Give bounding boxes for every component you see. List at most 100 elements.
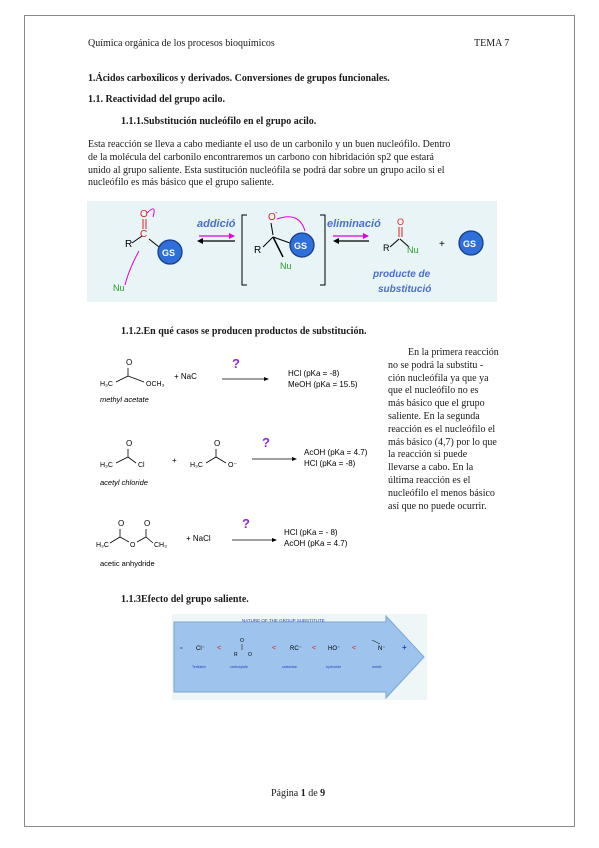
bond [115, 375, 129, 383]
side-line: no se podrá la substitu - [388, 359, 484, 371]
side-line: más básico que el grupo [388, 398, 485, 410]
o-label: O [140, 209, 148, 220]
side-line: nucleófilo el menos básico [388, 487, 495, 499]
bond [115, 456, 129, 464]
side-paragraph: En la primera reacción no se podrá la su… [388, 347, 518, 513]
lt-sign: < [352, 645, 356, 652]
curved-arrow-icon [276, 216, 306, 232]
r-label: R [125, 239, 132, 250]
side-line: la reacción si puede [388, 449, 468, 461]
o-label: O [268, 212, 276, 223]
bond [109, 536, 121, 544]
section-heading-1-1-3: 1.1.3Efecto del grupo saliente. [121, 594, 249, 605]
reaction-2-prod1: AcOH (pKa = 4.7) [304, 448, 368, 457]
reaction-3-prod1: HCl (pKa = - 8) [284, 528, 338, 537]
side-line: que el nucleófilo no es [388, 385, 479, 397]
arrowhead-icon [272, 538, 277, 542]
side-line: última reacción es el [388, 474, 471, 486]
arrowhead-icon [363, 233, 369, 239]
page-footer: Página 1 de 9 [271, 788, 325, 799]
side-line: ción nucleófila ya que ya [388, 372, 489, 384]
bridge-o-label: O [130, 542, 136, 549]
r-label: R [234, 652, 238, 658]
r-label: R [254, 245, 261, 256]
reaction-2-question: ? [262, 435, 270, 450]
lt-sign: < [217, 645, 221, 652]
section-heading-1-1-2: 1.1.2.En qué casos se producen productos… [121, 326, 367, 337]
section-heading-1-1-1: 1.1.1.Substitución nucleófilo en el grup… [121, 116, 317, 127]
eliminacio-label: eliminació [327, 218, 381, 230]
ch3-label: H₃C [100, 381, 113, 388]
bond [127, 375, 145, 383]
r-label: R [383, 243, 390, 253]
side-line: En la primera reacción [408, 347, 499, 358]
o-label: O [248, 652, 252, 658]
header-topic: TEMA 7 [474, 38, 510, 49]
curved-arrow-icon [146, 208, 155, 218]
c-label: C [140, 229, 147, 240]
reaction-1-question: ? [232, 356, 240, 371]
arrow-title: NATURE OF THE GROUP SUBSTITUTE [242, 618, 325, 623]
reaction-2-prod2: HCl (pKa = -8) [304, 459, 356, 468]
leaving-group-ball [458, 230, 484, 256]
reactions-svg: O H₃C OCH₃ methyl acetate + NaC ? HCl (p… [96, 356, 368, 568]
bracket-right [320, 214, 326, 286]
o-label: O [240, 638, 244, 644]
och3-label: OCH₃ [146, 381, 165, 388]
leaving-group-ball [157, 239, 183, 265]
footer-mid: de [305, 788, 321, 799]
group-cl: Cl⁻ [196, 646, 205, 652]
bond [399, 238, 410, 248]
intro-line: de la molécula del carbonilo encontrarem… [88, 151, 434, 163]
o-label: O [118, 519, 124, 528]
reaction-3-prod2: AcOH (pKa = 4.7) [284, 539, 348, 548]
intro-line: unido al grupo saliente. Esta sustitució… [88, 164, 445, 176]
side-line: así que no puede ocurrir. [388, 500, 487, 512]
mechanism-svg: R C O GS Nu addició O - R Nu GS elimi [113, 208, 484, 295]
product-label-1: producte de [372, 269, 431, 280]
bracket-left [241, 214, 247, 286]
bond [262, 236, 274, 248]
bond [148, 238, 160, 248]
o-minus-label: O⁻ [228, 462, 237, 469]
o-label: O [144, 519, 150, 528]
bond [389, 238, 400, 248]
bond [131, 235, 143, 244]
bond [270, 222, 274, 236]
side-line: llevarse a cabo. En la [388, 462, 474, 474]
lt-sign: < [312, 645, 316, 652]
bond [371, 639, 381, 645]
addicio-label: addició [197, 218, 236, 230]
bond [272, 236, 284, 258]
cl-label: Cl [138, 462, 145, 469]
side-line: más básico (4,7) por lo que [388, 436, 497, 448]
leaving-group-ball [289, 232, 315, 258]
reactions-panel: O H₃C OCH₃ methyl acetate + NaC ? HCl (p… [86, 346, 378, 570]
reaction-3-question: ? [242, 516, 250, 531]
ch3-label: CH₃ [154, 542, 167, 549]
o-label: O [214, 439, 220, 448]
side-line: reacción es el nucleófilo el [388, 423, 496, 435]
reaction-3-name: acetic anhydride [100, 559, 155, 568]
bond [127, 456, 137, 464]
arrowhead-icon [197, 238, 203, 244]
arrowhead-icon [229, 233, 235, 239]
reaction-1-name: methyl acetate [100, 395, 149, 404]
reaction-3-reagent: + NaCl [186, 534, 211, 543]
arrow-label: hydroxide [326, 665, 341, 669]
arrowhead-icon [333, 238, 339, 244]
ch3-label: H₃C [96, 542, 109, 549]
reaction-2-reagent: + [172, 456, 177, 465]
nu-label: Nu [280, 261, 292, 271]
gs-label: GS [463, 239, 476, 249]
plus-sign: + [439, 239, 445, 250]
minus-sign: - [275, 208, 278, 217]
section-heading-1: 1.Ácidos carboxílicos y derivados. Conve… [88, 73, 390, 84]
o-label: O [126, 358, 132, 367]
bond [119, 536, 130, 543]
group-n: N⁻ [378, 646, 386, 652]
bond [205, 456, 217, 464]
footer-total: 9 [320, 788, 326, 799]
arrow-plus: + [402, 643, 407, 652]
lt-sign: < [272, 645, 276, 652]
